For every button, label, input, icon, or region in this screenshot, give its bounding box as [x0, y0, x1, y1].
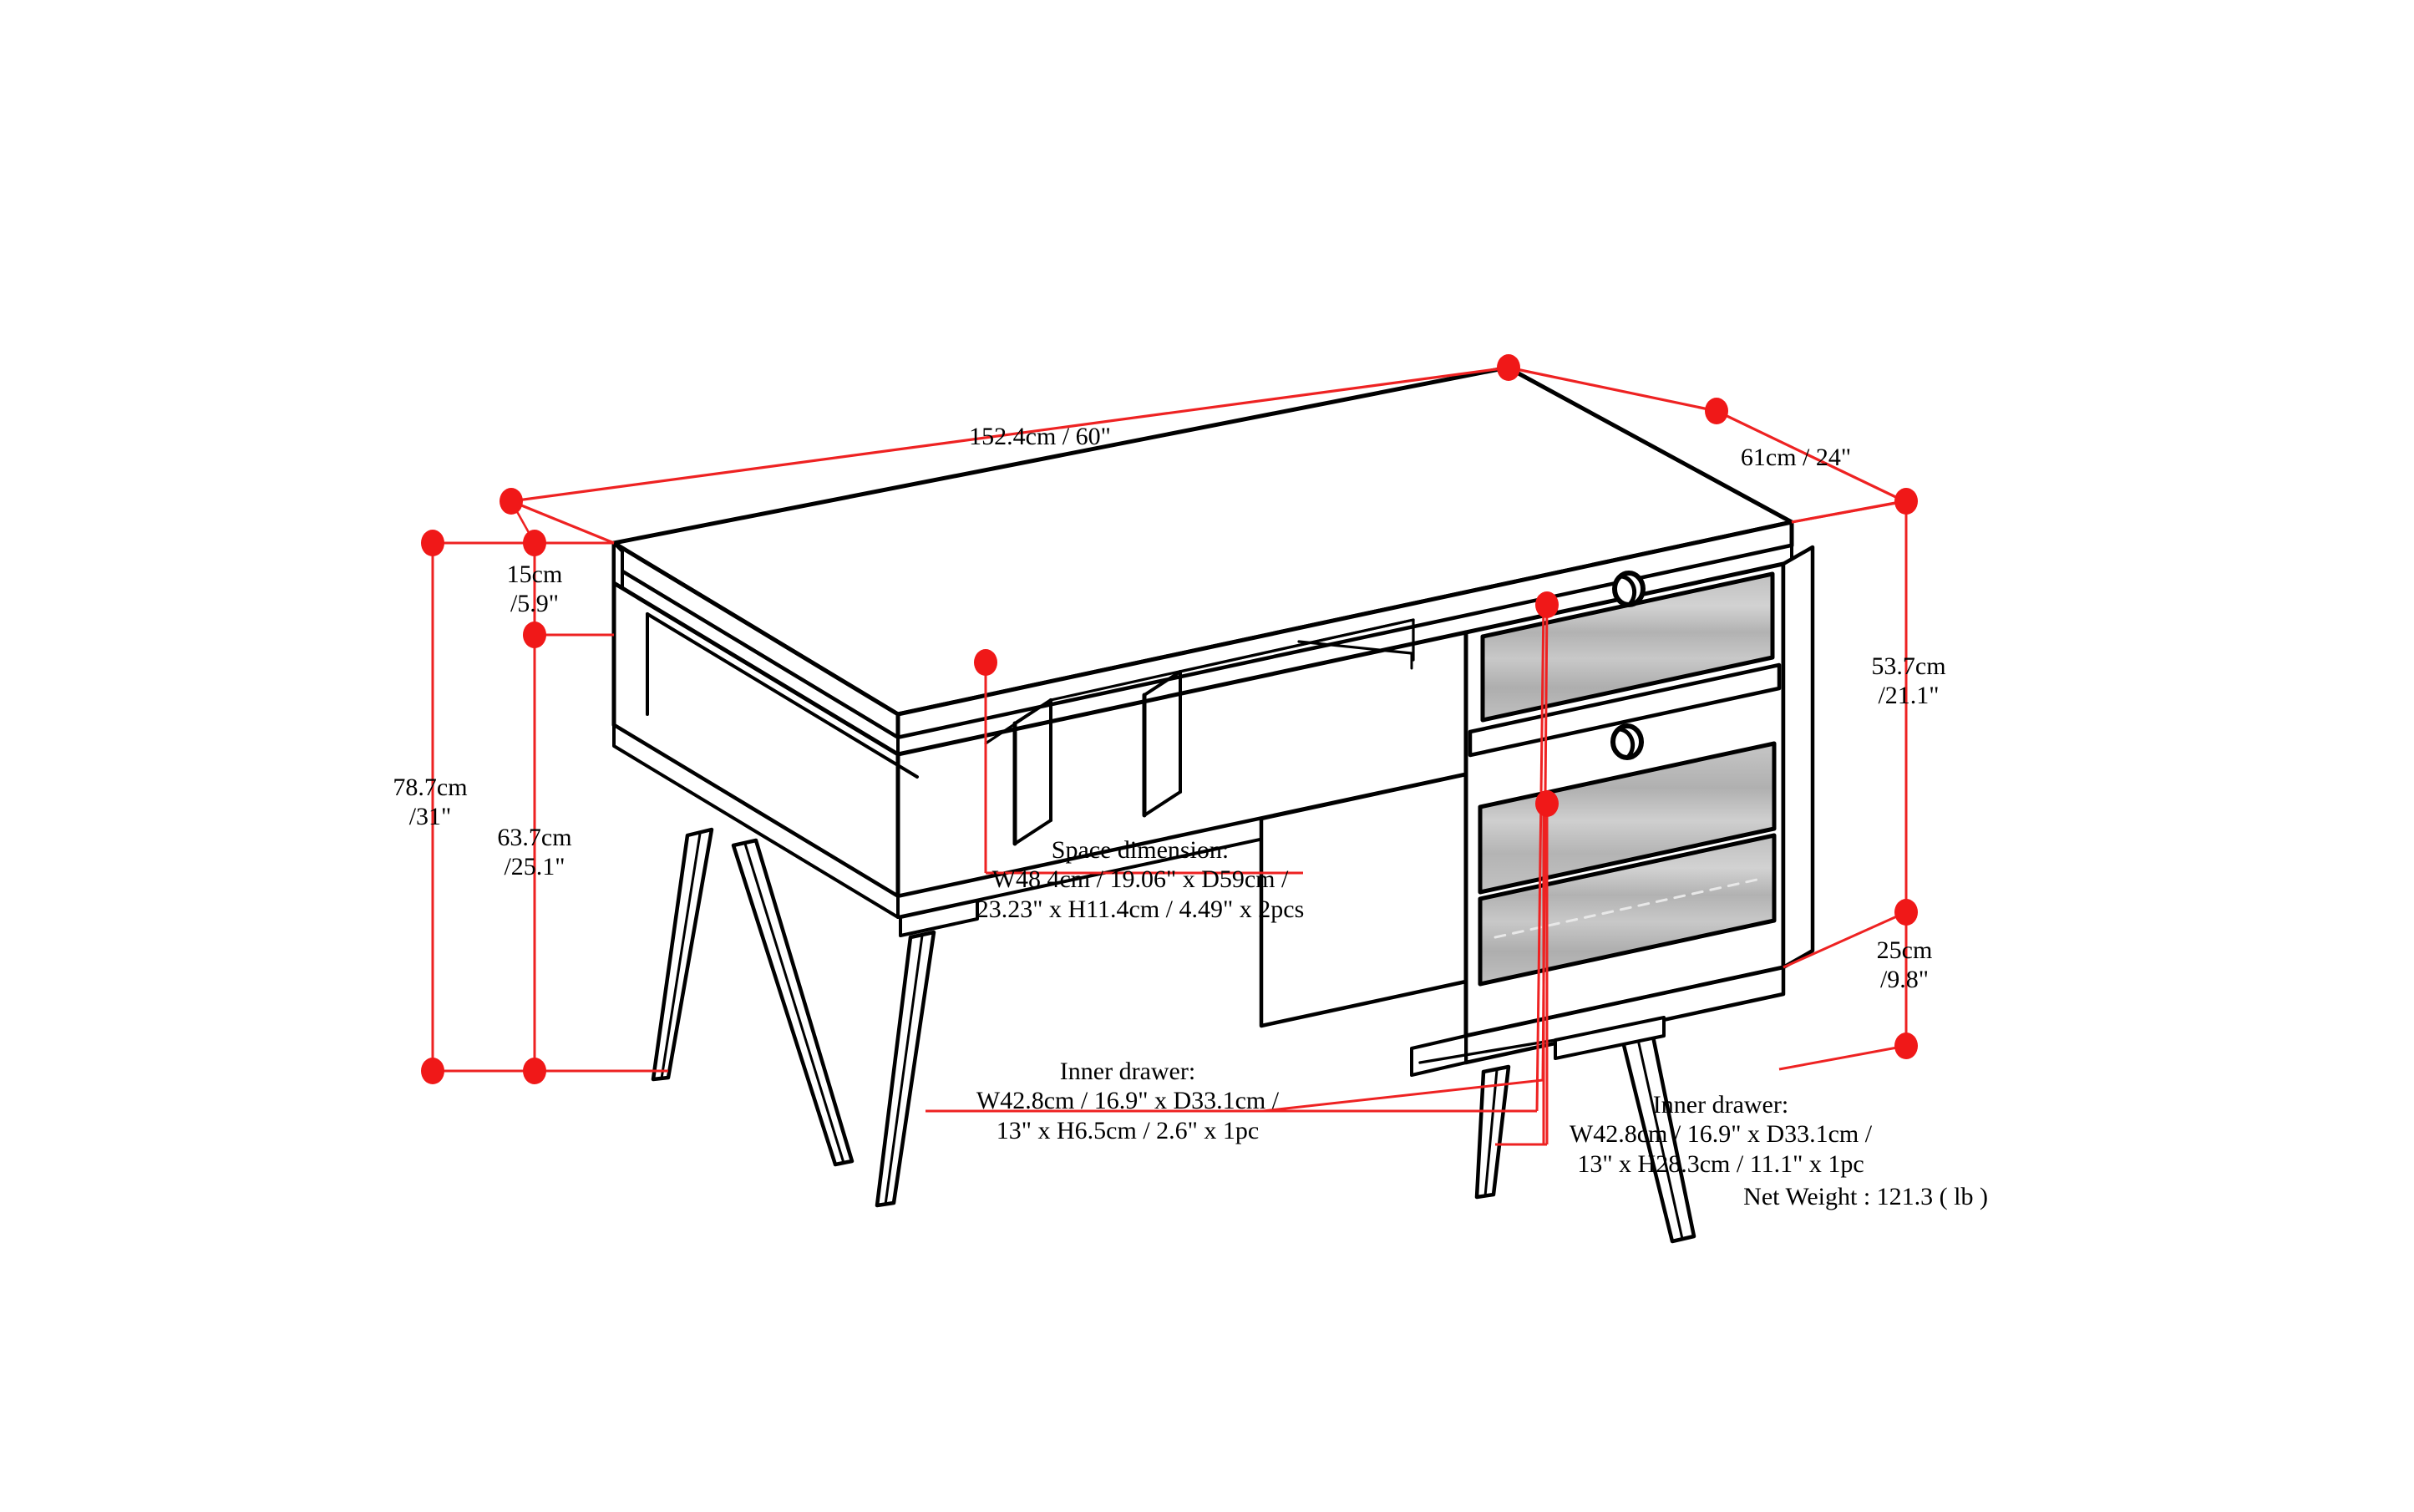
total-height-cm: 78.7cm	[393, 774, 468, 801]
leg-front-left	[651, 827, 714, 1082]
drawer-fronts	[1468, 571, 1782, 987]
dimension-label-leg-height: 25cm/9.8"	[1833, 936, 1975, 995]
anchor-dot	[1894, 1033, 1918, 1059]
inner-drawer-small-l2: W42.8cm / 16.9" x D33.1cm /	[976, 1087, 1280, 1115]
dimline-extensions-right	[1778, 500, 1908, 1071]
inner-drawer-small-l3: 13" x H6.5cm / 2.6" x 1pc	[996, 1116, 1260, 1144]
leg-height-cm: 25cm	[1876, 936, 1933, 964]
top-apron-in: /5.9"	[510, 590, 560, 618]
clearance-in: /25.1"	[504, 853, 565, 881]
anchor-dot	[500, 488, 523, 515]
anchor-dot	[1535, 790, 1559, 817]
net-weight-label: Net Weight : 121.3 ( lb )	[1743, 1183, 1988, 1210]
annotation-space-dimension: Space dimension:W48.4cm / 19.06" x D59cm…	[910, 835, 1370, 924]
round-knob[interactable]	[1612, 571, 1646, 607]
desk-illustration	[611, 365, 1815, 1244]
leg-pedestal-left	[1474, 1064, 1511, 1200]
anchor-dot	[1497, 354, 1520, 381]
pedestal-cm: 53.7cm	[1871, 652, 1946, 680]
anchor-dot	[523, 530, 546, 556]
top-apron-cm: 15cm	[506, 561, 563, 588]
tapered-legs	[651, 827, 1696, 1244]
anchor-dot	[421, 1058, 444, 1084]
desktop-surface	[611, 365, 1794, 756]
anchor-dot	[974, 649, 997, 676]
dimension-label-pedestal-height: 53.7cm/21.1"	[1829, 652, 1988, 711]
top-drawer[interactable]	[1480, 571, 1775, 723]
anchor-dot	[1705, 398, 1728, 424]
inner-drawer-large-l3: 13" x H28.3cm / 11.1" x 1pc	[1577, 1149, 1864, 1178]
inner-drawer-large-title: Inner drawer:	[1652, 1091, 1789, 1119]
annotation-inner-drawer-large: Inner drawer:W42.8cm / 16.9" x D33.1cm /…	[1499, 1090, 1942, 1179]
dimension-anchor-dots	[421, 354, 1918, 1084]
drawer-knobs	[1610, 571, 1646, 760]
anchor-dot	[421, 530, 444, 556]
inner-drawer-large-l2: W42.8cm / 16.9" x D33.1cm /	[1569, 1120, 1873, 1149]
dimline-width-top	[510, 366, 1717, 545]
anchor-dot	[523, 1058, 546, 1084]
space-dimension-l2: W48.4cm / 19.06" x D59cm /	[991, 865, 1289, 894]
dimension-label-depth-top: 61cm / 24"	[1740, 444, 1852, 471]
pedestal-in: /21.1"	[1878, 682, 1940, 710]
leg-back-left	[731, 838, 855, 1167]
space-dimension-title: Space dimension:	[1051, 836, 1230, 864]
shelf-dividers	[646, 612, 1415, 846]
round-knob[interactable]	[1610, 723, 1644, 760]
anchor-dot	[1535, 591, 1559, 618]
inner-drawer-small-title: Inner drawer:	[1059, 1058, 1196, 1085]
dimension-label-width-top: 152.4cm / 60"	[969, 423, 1111, 450]
anchor-dot	[523, 622, 546, 648]
annotation-inner-drawer-small: Inner drawer:W42.8cm / 16.9" x D33.1cm /…	[906, 1057, 1349, 1145]
total-height-in: /31"	[408, 803, 452, 831]
dimline-extensions-left	[431, 500, 668, 1073]
middle-drawer[interactable]	[1478, 741, 1777, 895]
leg-front-left-inner	[875, 930, 936, 1208]
dimension-label-clearance-height: 63.7cm/25.1"	[455, 823, 614, 882]
space-dimension-l3: 23.23" x H11.4cm / 4.49" x 2pcs	[976, 895, 1305, 923]
dimension-label-total-height: 78.7cm/31"	[351, 773, 510, 832]
leg-height-in: /9.8"	[1879, 966, 1930, 994]
anchor-dot	[1894, 899, 1918, 926]
dimension-label-top-apron: 15cm/5.9"	[468, 560, 601, 619]
clearance-cm: 63.7cm	[497, 824, 572, 851]
anchor-dot	[1894, 488, 1918, 515]
dimension-leaders-detail	[926, 604, 1549, 1146]
